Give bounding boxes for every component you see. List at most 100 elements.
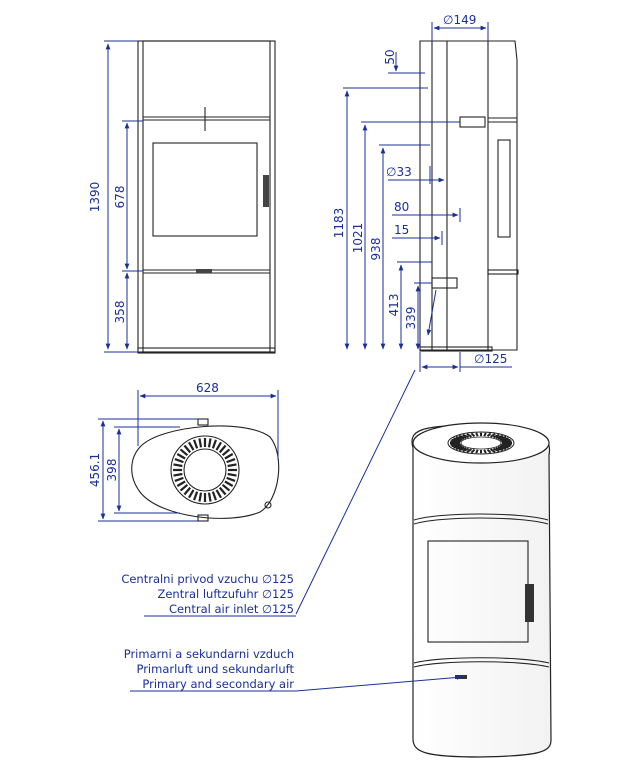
- side-view: [419, 40, 519, 352]
- vent-slot: [174, 476, 184, 482]
- stove-top-vent: [447, 431, 515, 455]
- dim-base-height: 358: [113, 301, 127, 324]
- dim-50: 50: [383, 49, 397, 64]
- vent-slot: [224, 480, 234, 487]
- vent-slot: [179, 448, 189, 457]
- vent-slot: [227, 472, 237, 477]
- top-body-outline: [131, 425, 280, 519]
- front-door-glass: [152, 142, 258, 237]
- dim-938: 938: [369, 238, 383, 261]
- vent-slot: [227, 463, 237, 468]
- vent-slot: [215, 441, 222, 451]
- vent-slot: [450, 443, 461, 446]
- vent-slot: [495, 446, 504, 452]
- vent-slot: [226, 476, 236, 482]
- dim-15: 15: [394, 223, 409, 237]
- vent-slot: [466, 448, 473, 453]
- front-view: [137, 40, 276, 354]
- top-vent-ring: [170, 435, 240, 505]
- vent-slot: [462, 433, 470, 439]
- vent-slot: [466, 433, 473, 438]
- vent-slot: [198, 438, 203, 448]
- vent-slot: [173, 463, 183, 468]
- vent-slot: [483, 449, 487, 454]
- vent-slot: [176, 480, 186, 487]
- vent-slot: [226, 458, 236, 464]
- vent-slot: [198, 492, 203, 502]
- vent-slot: [497, 436, 507, 440]
- vent-slot: [188, 489, 195, 499]
- dim-bottom-diameter: ∅125: [474, 352, 507, 366]
- central-air-callout: Centralni privod vzuchu ∅125 Zentral luf…: [121, 572, 296, 617]
- label-central-air-cz: Centralni privod vzuchu ∅125: [121, 572, 294, 586]
- front-inner-frame: [142, 40, 271, 353]
- stove-top-vent-slots: [450, 432, 512, 454]
- vent-slot: [215, 489, 222, 499]
- vent-slot: [483, 432, 487, 437]
- top-flue-opening: [183, 448, 227, 492]
- vent-slot: [475, 432, 479, 437]
- dim-413: 413: [387, 294, 401, 317]
- dim-1021: 1021: [351, 223, 365, 254]
- vent-slot: [453, 445, 463, 449]
- dim-depth-inner: 398: [105, 459, 119, 482]
- vent-slot: [193, 491, 199, 501]
- vent-slot: [458, 446, 467, 452]
- top-vent-slots: [173, 438, 237, 502]
- vent-slot: [224, 453, 234, 460]
- vent-slot: [218, 486, 227, 496]
- vent-slot: [500, 444, 511, 448]
- dim-1183: 1183: [332, 208, 346, 239]
- vent-slot: [451, 438, 462, 442]
- vent-slot: [173, 472, 183, 477]
- vent-slot: [475, 449, 479, 454]
- vent-slot: [207, 438, 212, 448]
- stove-door-handle: [525, 584, 534, 622]
- vent-slot: [183, 444, 192, 454]
- vent-slot: [455, 446, 465, 450]
- vent-slot: [207, 492, 212, 502]
- vent-slot: [486, 448, 492, 454]
- vent-slot: [453, 437, 463, 441]
- door-handle: [263, 175, 269, 207]
- label-primary-air-cz: Primarni a sekundarni vzduch: [124, 647, 294, 661]
- side-body-outline: [419, 40, 518, 351]
- vent-slot: [486, 432, 492, 438]
- vent-slot: [221, 448, 231, 457]
- vent-slot: [492, 447, 500, 453]
- vent-slot: [221, 483, 231, 492]
- vent-slot: [450, 440, 461, 443]
- vent-slot: [501, 440, 512, 443]
- primary-air-callout: Primarni a sekundarni vzduch Primarluft …: [124, 647, 463, 692]
- vent-slot: [176, 453, 186, 460]
- vent-slot: [211, 439, 217, 449]
- perspective-view: [411, 422, 552, 758]
- vent-slot: [211, 491, 217, 501]
- vent-slot: [497, 446, 507, 450]
- vent-slot: [188, 441, 195, 451]
- dim-top-diameter: ∅149: [443, 13, 476, 27]
- top-dimensions: 628 456.1 398: [88, 381, 279, 522]
- vent-slot: [489, 448, 496, 453]
- vent-slot: [462, 447, 470, 453]
- vent-slot: [455, 436, 465, 440]
- vent-slot: [470, 448, 476, 454]
- vent-slot: [179, 483, 189, 492]
- label-primary-air-en: Primary and secondary air: [142, 677, 294, 691]
- label-central-air-en: Central air inlet ∅125: [169, 602, 294, 616]
- front-dimensions: 1390 678 358: [88, 40, 143, 353]
- vent-slot: [183, 486, 192, 496]
- vent-slot: [174, 458, 184, 464]
- vent-slot: [499, 437, 509, 441]
- vent-slot: [501, 443, 512, 446]
- vent-slot: [492, 433, 500, 439]
- label-central-air-de: Zentral luftzufuhr ∅125: [157, 587, 294, 601]
- vent-slot: [193, 439, 199, 449]
- dim-339: 339: [404, 307, 418, 330]
- vent-slot: [451, 444, 462, 448]
- dim-width: 628: [196, 381, 219, 395]
- dim-outlet-diameter: ∅33: [386, 165, 412, 179]
- dim-door-height: 678: [113, 186, 127, 209]
- dim-80: 80: [394, 200, 409, 214]
